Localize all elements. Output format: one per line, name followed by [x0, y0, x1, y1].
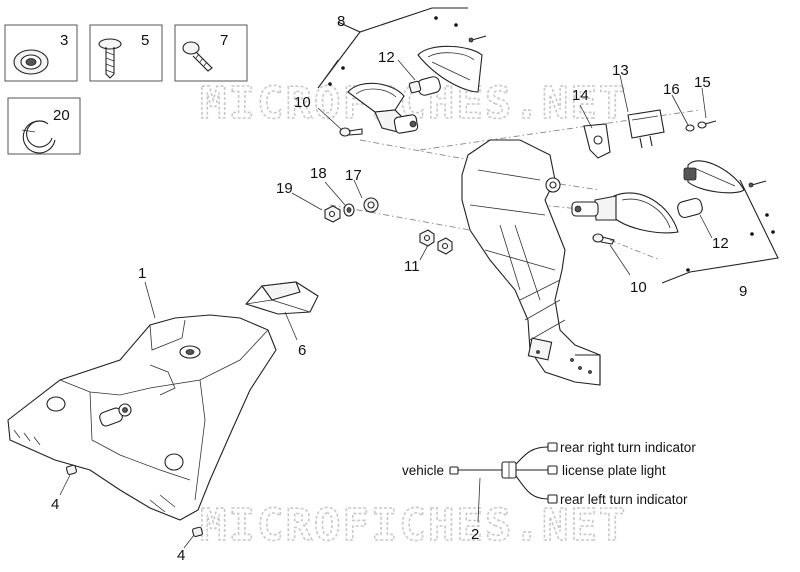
wiring-label-rear-left: rear left turn indicator: [560, 492, 688, 507]
part-number-15: 15: [694, 74, 711, 91]
wiring-harness[interactable]: vehicle rear right turn indicator licens…: [402, 440, 696, 507]
part-number-9: 9: [739, 283, 747, 300]
washer-18[interactable]: [343, 203, 355, 217]
part-number-13: 13: [612, 62, 629, 79]
reflector-bracket[interactable]: [245, 281, 319, 315]
part-number-19: 19: [276, 180, 293, 197]
washer-16[interactable]: [685, 124, 695, 132]
turn-indicator-lens-lower[interactable]: [683, 160, 745, 194]
part-box-5[interactable]: [89, 24, 163, 82]
turn-indicator-left[interactable]: [347, 82, 419, 134]
part-box-3[interactable]: [4, 24, 78, 82]
leader-lines: [59, 59, 713, 549]
rear-undertray[interactable]: [7, 314, 277, 521]
wiring-label-vehicle: vehicle: [402, 463, 444, 478]
turn-indicator-right[interactable]: [571, 192, 679, 234]
group-bracket-8: [317, 7, 468, 89]
bulb-lower[interactable]: [676, 197, 703, 219]
grommet-17[interactable]: [363, 197, 379, 213]
assembly-line-screw: [609, 239, 661, 261]
turn-indicator-lens-upper[interactable]: [417, 45, 483, 93]
license-plate-light[interactable]: [627, 109, 665, 149]
watermark-bottom: MICROFICHES.NET: [200, 500, 627, 551]
part-number-10-upper: 10: [294, 94, 311, 111]
part-number-5: 5: [141, 32, 149, 49]
part-number-12-upper: 12: [378, 49, 395, 66]
part-number-12-lower: 12: [712, 235, 729, 252]
screw-lower-lens[interactable]: [748, 180, 767, 188]
part-number-20: 20: [53, 107, 70, 124]
assembly-line-upper-left: [359, 139, 471, 161]
part-box-20[interactable]: [7, 97, 81, 155]
license-plate-holder[interactable]: [461, 139, 601, 386]
part-number-10-lower: 10: [630, 279, 647, 296]
part-number-4-bottom: 4: [177, 547, 185, 564]
rubber-buffer-4b[interactable]: [192, 526, 203, 537]
part-box-7[interactable]: [174, 24, 248, 82]
part-number-11: 11: [404, 258, 420, 275]
wiring-label-rear-right: rear right turn indicator: [560, 440, 696, 455]
part-number-8: 8: [337, 13, 345, 30]
part-number-6: 6: [298, 342, 306, 359]
part-number-3: 3: [60, 32, 68, 49]
screw-15[interactable]: [697, 120, 717, 129]
part-number-1: 1: [138, 265, 146, 282]
part-number-7: 7: [220, 32, 228, 49]
screw-10-upper[interactable]: [339, 127, 363, 137]
part-number-2: 2: [471, 526, 479, 543]
part-number-18: 18: [310, 165, 327, 182]
wiring-label-license-light: license plate light: [562, 463, 666, 478]
nut-19[interactable]: [324, 205, 341, 223]
light-gasket-14[interactable]: [583, 123, 611, 159]
part-number-16: 16: [663, 81, 680, 98]
part-number-17: 17: [345, 167, 362, 184]
screw-upper-lens[interactable]: [468, 35, 487, 43]
rubber-buffer-4a[interactable]: [66, 464, 77, 475]
nuts-11[interactable]: [419, 229, 453, 255]
part-number-14: 14: [572, 87, 589, 104]
part-number-4-left: 4: [51, 496, 59, 513]
bulb-upper[interactable]: [408, 75, 442, 96]
screw-10-lower[interactable]: [592, 233, 615, 245]
group-bracket-9: [661, 179, 779, 284]
